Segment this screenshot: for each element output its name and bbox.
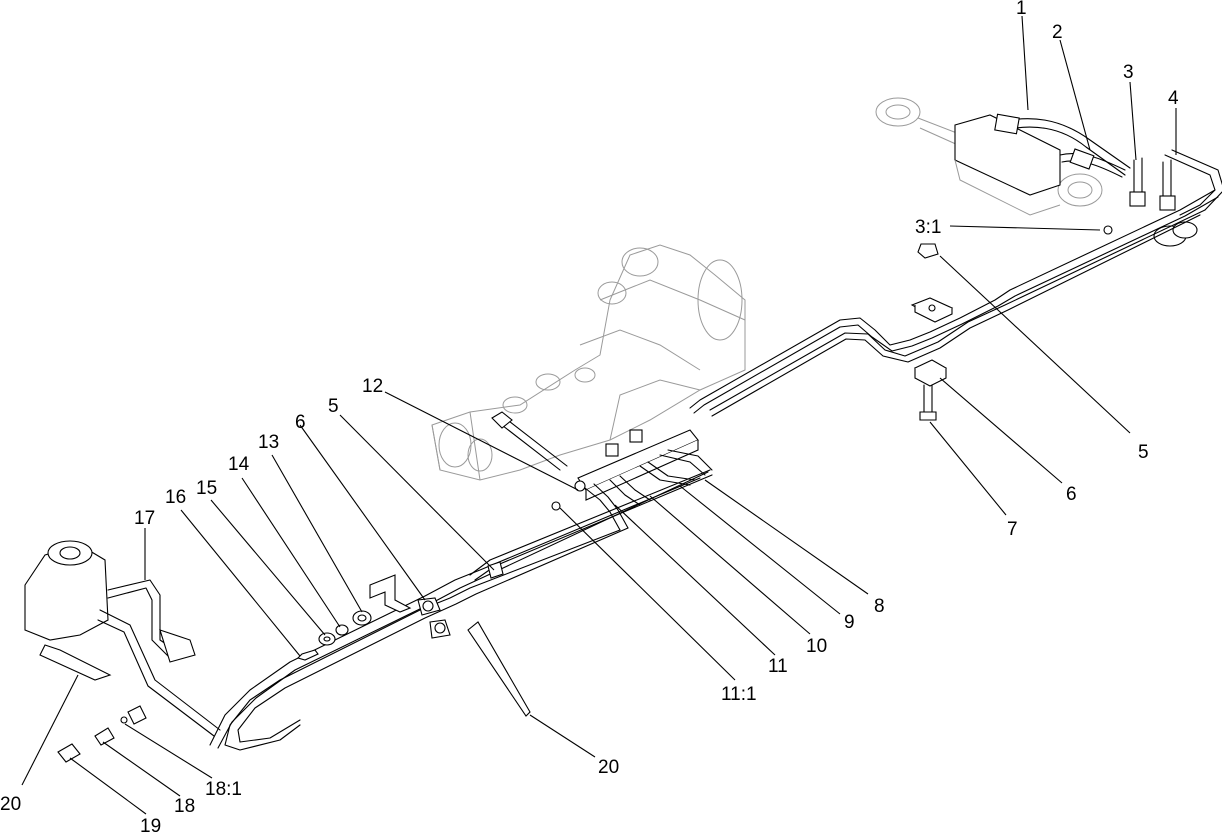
callout-19: 19 <box>140 816 161 837</box>
callout-14: 14 <box>228 454 250 475</box>
bottom-fittings <box>57 705 147 763</box>
callout-15: 15 <box>196 478 217 499</box>
ghost-valve-body <box>431 244 746 481</box>
callout-18-1: 18:1 <box>205 779 242 800</box>
callout-18: 18 <box>174 796 195 817</box>
ghost-cylinder <box>875 97 1103 216</box>
left-clamp <box>369 561 504 639</box>
callout-5-right: 5 <box>1138 442 1149 463</box>
callout-5-left: 5 <box>328 396 339 417</box>
cylinder-hoses <box>994 113 1131 178</box>
callout-12: 12 <box>362 376 383 397</box>
right-clamp-stack <box>910 243 954 421</box>
hardware-row <box>296 610 372 661</box>
callout-20-left: 20 <box>0 794 21 815</box>
center-cable-tie <box>467 621 531 717</box>
leader-lines <box>21 15 1177 815</box>
main-tube-bundle <box>689 189 1219 417</box>
left-tube-run <box>209 469 713 751</box>
callout-11-1: 11:1 <box>721 684 757 705</box>
callout-2: 2 <box>1052 22 1063 43</box>
callout-6-right: 6 <box>1066 484 1077 505</box>
callout-1: 1 <box>1016 0 1027 19</box>
callout-11: 11 <box>768 656 788 677</box>
callout-3-1: 3:1 <box>915 217 941 238</box>
callout-6-left: 6 <box>295 412 306 433</box>
callout-3: 3 <box>1123 62 1134 83</box>
callout-8: 8 <box>874 596 885 617</box>
callout-16: 16 <box>165 487 186 508</box>
vertical-fittings <box>1103 149 1222 247</box>
callout-13: 13 <box>258 432 279 453</box>
callout-4: 4 <box>1168 88 1179 109</box>
center-bracket <box>491 411 713 531</box>
callout-10: 10 <box>806 636 827 657</box>
callout-labels: 1 2 3 4 3:1 5 6 7 12 5 6 13 14 15 16 17 … <box>0 0 1179 837</box>
callout-20-center: 20 <box>598 757 619 778</box>
left-valve <box>24 540 221 737</box>
callout-9: 9 <box>844 612 855 633</box>
callout-7: 7 <box>1007 519 1018 540</box>
callout-17: 17 <box>134 508 155 529</box>
